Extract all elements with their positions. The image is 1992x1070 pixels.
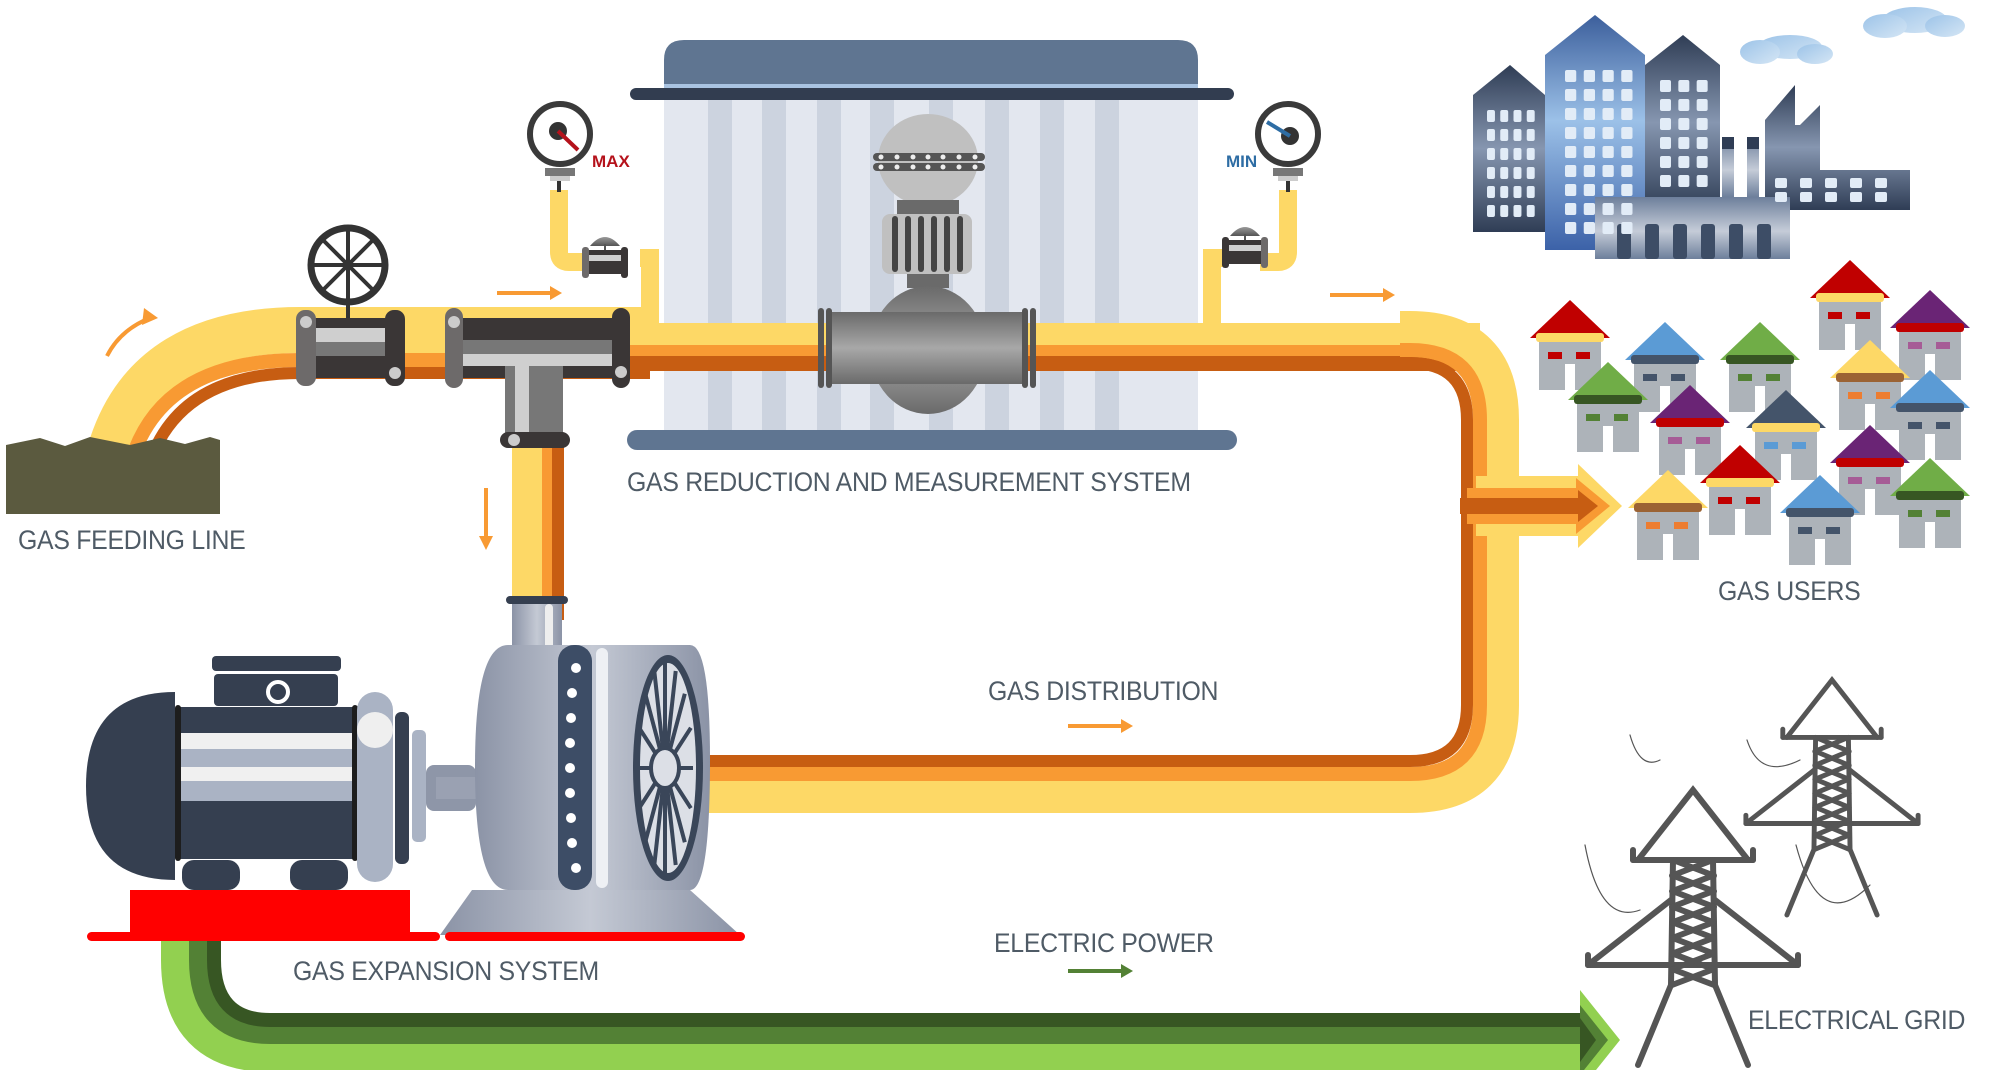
feed-pipe-mid <box>128 353 650 453</box>
gas-flow-arrow <box>1068 719 1133 733</box>
generator-motor <box>86 656 476 941</box>
house-icon <box>1700 445 1780 535</box>
pylon-icon <box>1585 785 1801 1068</box>
house-icon <box>1810 260 1890 350</box>
pipe-tee <box>445 308 630 448</box>
pylon-icon <box>1743 676 1921 918</box>
flow-arrow-right-1 <box>497 286 562 300</box>
flow-arrow-down <box>479 488 493 550</box>
label-gas-feeding-line: GAS FEEDING LINE <box>18 525 246 555</box>
house-icon <box>1890 458 1970 548</box>
gauge-valve <box>582 237 628 278</box>
label-gas-distribution: GAS DISTRIBUTION <box>988 676 1219 706</box>
factory <box>1765 85 1910 210</box>
electrical-grid-pylons <box>1584 676 1921 1068</box>
label-electrical-grid: ELECTRICAL GRID <box>1748 1005 1966 1035</box>
distribution-loop <box>700 311 1519 813</box>
house-icon <box>1628 470 1708 560</box>
house-icon <box>1890 290 1970 380</box>
power-line <box>161 941 1620 1070</box>
hand-valve <box>296 224 405 386</box>
station-roof <box>664 40 1198 88</box>
electric-flow-arrow <box>1068 964 1133 978</box>
city-skyline <box>1473 7 1965 259</box>
gas-user-houses <box>1530 260 1970 565</box>
feed-pipe-dark <box>146 367 650 459</box>
house-icon <box>1830 425 1910 515</box>
generator-base <box>130 890 410 935</box>
gauge-label-min: MIN <box>1226 152 1258 171</box>
outlet-pressure-gauge <box>1203 101 1321 330</box>
cloud-icon <box>1740 35 1833 64</box>
ground-mound <box>6 437 220 514</box>
gauge-valve <box>1222 227 1268 268</box>
cloud-icon <box>1863 7 1965 38</box>
flow-arrow-right-2 <box>1330 288 1395 302</box>
label-electric-power: ELECTRIC POWER <box>994 928 1214 958</box>
gauge-needle-min <box>1265 120 1292 138</box>
house-icon <box>1568 362 1648 452</box>
gas-reduction-station <box>627 40 1237 450</box>
label-gas-users: GAS USERS <box>1718 576 1861 606</box>
house-icon <box>1830 340 1910 430</box>
power-wires <box>1584 734 1871 913</box>
pressure-regulator <box>818 114 1036 414</box>
gauge-label-max: MAX <box>592 152 630 171</box>
users-arrow <box>1460 464 1622 548</box>
house-icon <box>1720 322 1800 412</box>
inlet-pressure-gauge <box>527 101 659 330</box>
feed-pipe-light <box>90 307 650 453</box>
gauge-needle-max <box>556 129 580 152</box>
label-gas-expansion-system: GAS EXPANSION SYSTEM <box>293 956 599 986</box>
house-icon <box>1650 385 1730 475</box>
flow-arrow-curved-head <box>142 308 158 325</box>
gas-expansion-turbine <box>440 596 745 941</box>
house-icon <box>1780 475 1860 565</box>
turbine-feed-pipe <box>512 440 564 620</box>
gas-feeding-line <box>6 307 650 514</box>
label-gas-reduction-system: GAS REDUCTION AND MEASUREMENT SYSTEM <box>627 467 1191 497</box>
house-icon <box>1890 370 1970 460</box>
